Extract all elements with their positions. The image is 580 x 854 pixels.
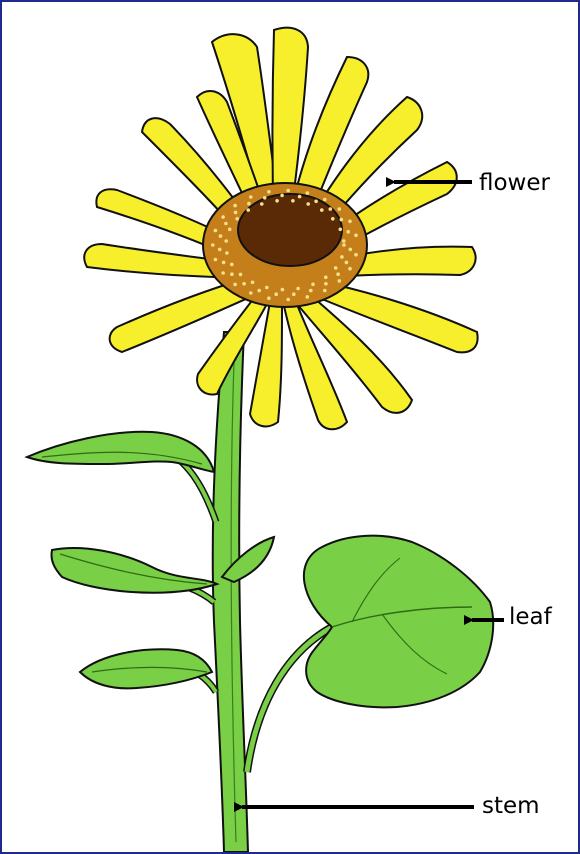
seed-dot — [234, 211, 238, 215]
seed-dot — [246, 208, 250, 212]
seed-dot — [323, 198, 327, 202]
seed-dot — [314, 200, 318, 204]
leaf-middle-left — [51, 548, 217, 593]
seed-dot — [267, 296, 271, 300]
seed-dot — [218, 248, 222, 252]
seed-dot — [225, 251, 229, 255]
seed-dot — [265, 286, 269, 290]
label-flower: flower — [479, 172, 550, 195]
seed-dot — [257, 289, 261, 293]
stem — [213, 332, 248, 852]
seed-dot — [309, 289, 313, 293]
seed-dot — [281, 288, 285, 292]
seed-dot — [274, 292, 278, 296]
seed-dot — [348, 267, 352, 271]
seed-dot — [267, 190, 271, 194]
seed-dot — [280, 194, 284, 198]
seed-dot — [323, 289, 327, 293]
seed-dot — [211, 243, 215, 247]
seed-dot — [338, 207, 342, 211]
seed-dot — [230, 272, 234, 276]
seed-dot — [338, 279, 342, 283]
seed-dot — [342, 239, 346, 243]
seed-dot — [286, 189, 290, 193]
seed-dot — [228, 228, 232, 232]
seed-dot — [263, 196, 267, 200]
seed-dot — [224, 222, 228, 226]
seed-dot — [260, 202, 264, 206]
seed-dot — [235, 217, 239, 221]
seed-dot — [239, 273, 243, 277]
seed-dot — [224, 239, 228, 243]
seed-dot — [311, 283, 315, 287]
seed-dot — [306, 191, 310, 195]
seed-dot — [324, 282, 328, 286]
seed-dot — [346, 230, 350, 234]
leaf-right — [304, 536, 493, 708]
seed-dot — [233, 283, 237, 287]
seed-dot — [221, 215, 225, 219]
seed-dot — [349, 248, 353, 252]
seed-dot — [324, 276, 328, 280]
seed-dot — [214, 258, 218, 262]
seed-dot — [298, 195, 302, 199]
seed-dot — [331, 217, 335, 221]
seed-dot — [230, 263, 234, 267]
seed-dot — [286, 298, 290, 302]
seed-dot — [291, 199, 295, 203]
seed-dot — [339, 228, 343, 232]
seed-dot — [329, 207, 333, 211]
seed-dot — [233, 204, 237, 208]
seed-dot — [296, 287, 300, 291]
seed-dot — [340, 218, 344, 222]
seed-dot — [222, 261, 226, 265]
seed-dot — [354, 253, 358, 257]
seed-dot — [242, 282, 246, 286]
seed-dot — [340, 255, 344, 259]
seed-dot — [219, 234, 223, 238]
seed-dot — [336, 272, 340, 276]
seed-dot — [345, 261, 349, 265]
leaf-lower-left — [80, 649, 212, 688]
seed-dot — [306, 295, 310, 299]
seed-dot — [249, 291, 253, 295]
label-leaf: leaf — [509, 606, 552, 629]
seed-dot — [275, 199, 279, 203]
label-stem: stem — [482, 795, 540, 818]
seed-dot — [354, 234, 358, 238]
seed-dot — [306, 202, 310, 206]
seed-dot — [249, 195, 253, 199]
seed-dot — [342, 243, 346, 247]
seed-dot — [251, 281, 255, 285]
seed-dot — [320, 208, 324, 212]
flower-head — [203, 183, 367, 307]
seed-dot — [292, 292, 296, 296]
seed-dot — [348, 220, 352, 224]
seed-dot — [221, 271, 225, 275]
seed-dot — [334, 266, 338, 270]
seed-dot — [247, 202, 251, 206]
seed-dot — [214, 229, 218, 233]
